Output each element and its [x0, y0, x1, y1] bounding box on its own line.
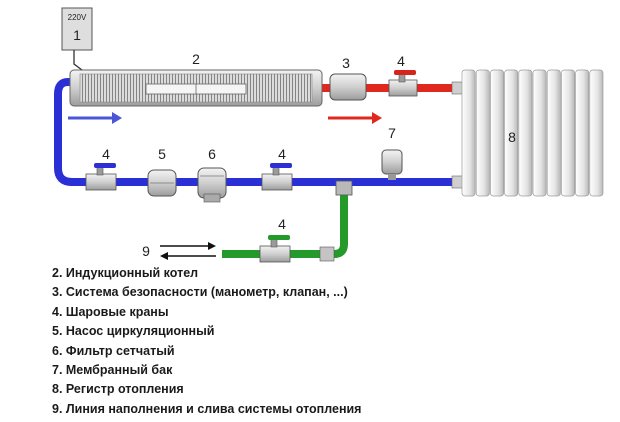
radiator-fin — [561, 69, 575, 197]
flow-arrow-return — [68, 112, 122, 124]
label-8: 8 — [508, 129, 516, 145]
radiator-fin — [475, 69, 490, 197]
label-5: 5 — [158, 146, 166, 162]
flow-arrow-supply — [328, 112, 382, 124]
label-6: 6 — [208, 146, 216, 162]
ball-valve-supply: 4 — [388, 53, 418, 97]
label-4-left: 4 — [102, 146, 110, 162]
legend-item: 3. Система безопасности (манометр, клапа… — [52, 285, 348, 300]
label-2: 2 — [192, 51, 200, 67]
radiator-fin — [461, 69, 476, 197]
radiator: 8 — [451, 69, 604, 197]
ball-valve-return-middle: 4 — [261, 146, 293, 191]
safety-group: 3 — [329, 55, 367, 101]
legend: 2. Индукционный котел 3. Система безопас… — [52, 264, 361, 419]
label-9: 9 — [142, 243, 150, 259]
ball-valve-return-left: 4 — [85, 146, 117, 191]
label-3: 3 — [342, 55, 350, 71]
radiator-fin — [532, 69, 547, 197]
legend-item: 5. Насос циркуляционный — [52, 324, 215, 339]
legend-item: 2. Индукционный котел — [52, 266, 199, 280]
label-4-middle: 4 — [278, 146, 286, 162]
return-pipe-loop — [54, 78, 94, 186]
legend-item: 7. Мембранный бак — [52, 362, 173, 377]
ball-valve-fill-line: 4 — [259, 216, 291, 263]
power-voltage-label: 220V — [68, 13, 87, 22]
power-cable — [73, 50, 83, 71]
legend-item: 9. Линия наполнения и слива системы отоп… — [52, 401, 362, 416]
radiator-fin — [504, 69, 519, 197]
radiator-fin — [589, 69, 604, 197]
legend-item: 6. Фильтр сетчатый — [52, 343, 175, 358]
fill-drain-arrows: 9 — [142, 242, 216, 260]
fill-line-fitting — [319, 246, 335, 262]
mesh-filter: 6 — [197, 146, 227, 203]
circulation-pump: 5 — [147, 146, 177, 197]
induction-boiler: 2 — [69, 51, 323, 107]
fill-line-tee — [335, 180, 353, 196]
radiator-fin — [575, 69, 590, 197]
radiator-fin — [546, 69, 561, 197]
label-4-supply: 4 — [397, 53, 405, 69]
legend-item: 4. Шаровые краны — [52, 304, 169, 319]
expansion-tank: 7 — [381, 125, 403, 180]
power-box: 220V 1 — [61, 7, 93, 71]
legend-item: 8. Регистр отопления — [52, 382, 184, 397]
radiator-fin — [518, 69, 533, 197]
label-7: 7 — [388, 125, 396, 141]
label-4-fill: 4 — [278, 216, 286, 232]
radiator-fin — [490, 69, 504, 197]
label-1: 1 — [73, 27, 81, 43]
